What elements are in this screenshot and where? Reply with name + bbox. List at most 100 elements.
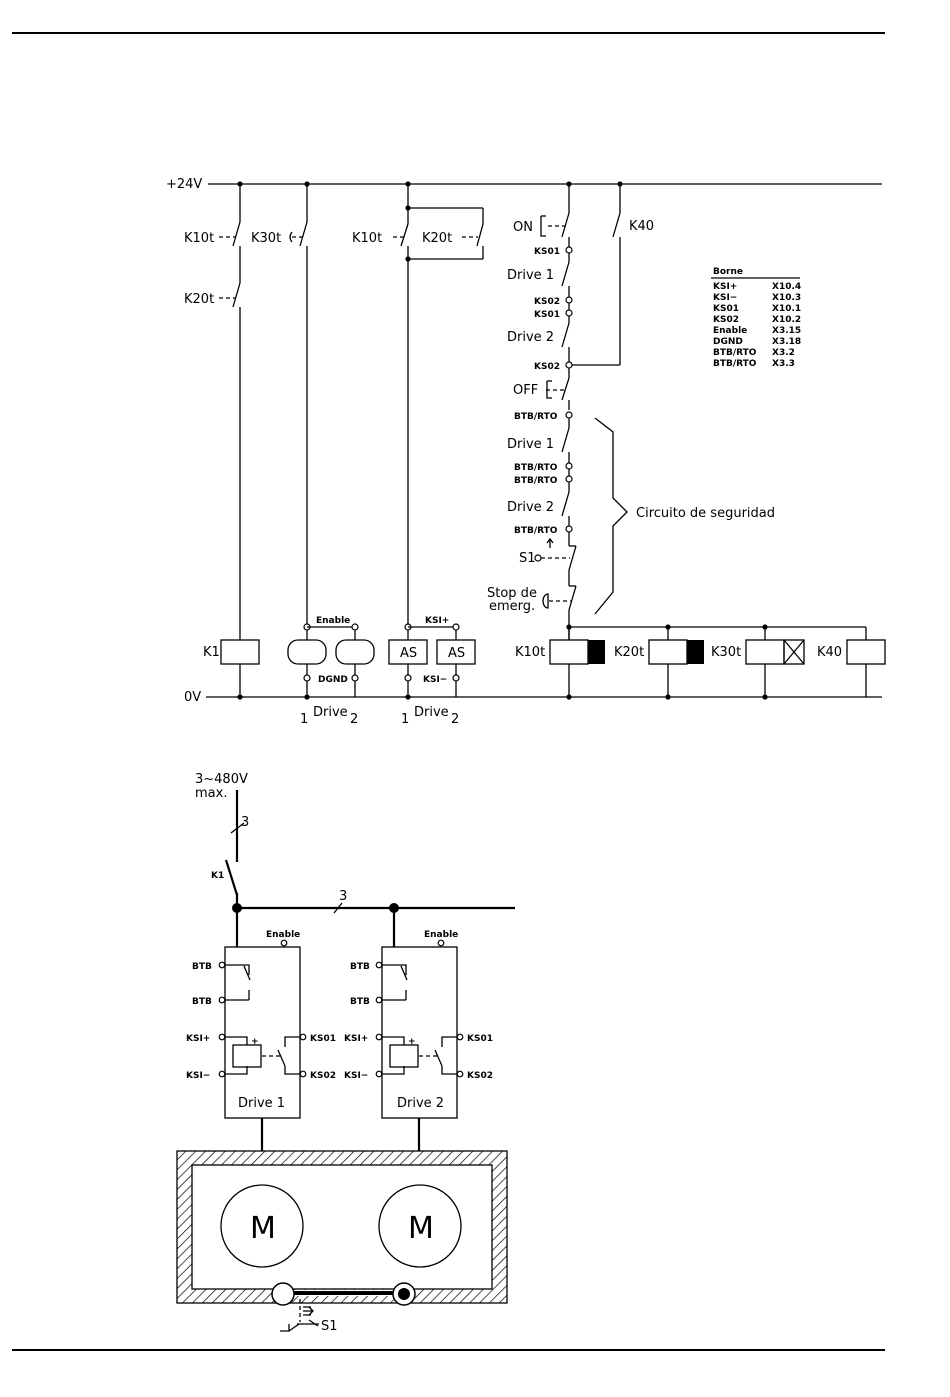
svg-text:BTB/RTO: BTB/RTO	[514, 463, 558, 473]
branch-k1: K10t K20t K1	[184, 184, 260, 697]
svg-text:BTB: BTB	[192, 997, 212, 1007]
contact-k20t-label: K20t	[184, 292, 214, 307]
svg-text:X3.2: X3.2	[772, 348, 795, 358]
drive1-unit: Enable BTB BTB KSI+ KSI− + KS01 KS02 Dri…	[186, 930, 336, 1186]
svg-text:Drive 2: Drive 2	[507, 500, 554, 515]
voltage-max-label: max.	[195, 786, 227, 801]
coil-k40-label: K40	[817, 645, 842, 660]
svg-text:X10.1: X10.1	[772, 304, 801, 314]
svg-text:KSI−: KSI−	[713, 293, 737, 303]
drive-label-a: Drive	[313, 705, 348, 720]
svg-text:Drive 1: Drive 1	[507, 268, 554, 283]
svg-text:BTB: BTB	[192, 962, 212, 972]
coil-k1	[220, 639, 260, 665]
enable-input-drive1	[287, 639, 327, 665]
ksi-minus-label: KSI−	[423, 675, 447, 685]
branch-as: K10t K20t KSI+ AS AS KSI− 1 Drive 2	[352, 184, 484, 727]
svg-text:2: 2	[350, 712, 358, 727]
svg-text:+: +	[251, 1037, 259, 1047]
enable-label: Enable	[316, 616, 350, 626]
svg-text:KSI+: KSI+	[344, 1034, 368, 1044]
svg-text:1: 1	[401, 712, 409, 727]
voltage-label: 3~480V	[195, 772, 248, 787]
svg-text:BTB: BTB	[350, 962, 370, 972]
svg-text:1: 1	[300, 712, 308, 727]
safety-brace	[594, 417, 628, 615]
s1-switch-label: S1	[321, 1319, 338, 1334]
coil-k40	[846, 639, 886, 665]
power-circuit: 3~480V max. 3 K1 3 Enable BTB BTB KSI+ K…	[176, 772, 515, 1334]
coil-k30t	[745, 639, 785, 665]
svg-text:X3.18: X3.18	[772, 337, 801, 347]
branch-safety-chain: ON KS01 Drive 1 KS02 KS01 Drive 2 KS02 K…	[487, 184, 775, 640]
svg-text:X10.2: X10.2	[772, 315, 801, 325]
svg-text:M: M	[250, 1211, 276, 1246]
contact-k30t-label: K30t	[251, 231, 281, 246]
svg-text:M: M	[408, 1211, 434, 1246]
terminal-table-header: Borne	[713, 267, 743, 277]
svg-text:KS01: KS01	[713, 304, 739, 314]
svg-text:3: 3	[339, 889, 347, 904]
svg-text:KSI+: KSI+	[713, 282, 737, 292]
svg-text:AS: AS	[448, 646, 465, 661]
svg-text:X10.4: X10.4	[772, 282, 801, 292]
svg-text:BTB/RTO: BTB/RTO	[514, 476, 558, 486]
svg-text:KSI−: KSI−	[186, 1071, 210, 1081]
contact-k10t-b-label: K10t	[352, 231, 382, 246]
on-button-label: ON	[513, 220, 533, 235]
svg-text:3: 3	[241, 815, 249, 830]
supply-rail-label: +24V	[166, 177, 202, 192]
contact-k40-label: K40	[629, 219, 654, 234]
svg-text:KS01: KS01	[310, 1034, 336, 1044]
svg-text:Drive 2: Drive 2	[507, 330, 554, 345]
svg-text:KS02: KS02	[310, 1071, 336, 1081]
svg-text:DGND: DGND	[713, 337, 743, 347]
svg-text:BTB/RTO: BTB/RTO	[514, 526, 558, 536]
off-button-label: OFF	[513, 383, 538, 398]
s1-label: S1	[519, 551, 536, 566]
drive2-name: Drive 2	[397, 1096, 444, 1111]
contact-k10t-label: K10t	[184, 231, 214, 246]
estop-label-1: Stop de	[487, 586, 537, 601]
svg-text:AS: AS	[400, 646, 417, 661]
coil-k20t-label: K20t	[614, 645, 644, 660]
dgnd-label: DGND	[318, 675, 348, 685]
svg-text:KSI−: KSI−	[344, 1071, 368, 1081]
k1-switch-label: K1	[211, 871, 224, 881]
svg-text:+: +	[408, 1037, 416, 1047]
svg-text:Enable: Enable	[713, 326, 747, 336]
coil-k30t-label: K30t	[711, 645, 741, 660]
svg-text:KS01: KS01	[467, 1034, 493, 1044]
svg-text:BTB/RTO: BTB/RTO	[713, 359, 757, 369]
svg-text:X10.3: X10.3	[772, 293, 801, 303]
svg-text:KSI+: KSI+	[186, 1034, 210, 1044]
terminal-table: Borne KSI+ X10.4 KSI− X10.3 KS01 X10.1 K…	[711, 267, 801, 369]
safety-circuit-label: Circuito de seguridad	[636, 506, 775, 521]
estop-label-2: emerg.	[489, 599, 535, 614]
svg-text:BTB: BTB	[350, 997, 370, 1007]
svg-text:BTB/RTO: BTB/RTO	[713, 348, 757, 358]
svg-text:X3.15: X3.15	[772, 326, 801, 336]
svg-text:KS02: KS02	[467, 1071, 493, 1081]
svg-text:KS02: KS02	[534, 362, 560, 372]
contact-k20t-b-label: K20t	[422, 231, 452, 246]
motor1	[220, 1184, 304, 1268]
svg-text:KS01: KS01	[534, 247, 560, 257]
svg-text:KS01: KS01	[534, 310, 560, 320]
enable-input-drive2	[335, 639, 375, 665]
motor2	[378, 1184, 462, 1268]
svg-text:KS02: KS02	[713, 315, 739, 325]
drive1-name: Drive 1	[238, 1096, 285, 1111]
machine-guard: M M	[176, 1150, 508, 1306]
svg-text:X3.3: X3.3	[772, 359, 795, 369]
svg-text:2: 2	[451, 712, 459, 727]
coil-k1-label: K1	[203, 645, 220, 660]
branch-enable: K30t Enable DGND 1 Drive 2	[251, 184, 375, 727]
svg-text:Enable: Enable	[424, 930, 458, 940]
coil-k20t	[648, 639, 688, 665]
svg-text:KS02: KS02	[534, 297, 560, 307]
coil-k10t-label: K10t	[515, 645, 545, 660]
svg-text:Drive 1: Drive 1	[507, 437, 554, 452]
svg-text:Enable: Enable	[266, 930, 300, 940]
